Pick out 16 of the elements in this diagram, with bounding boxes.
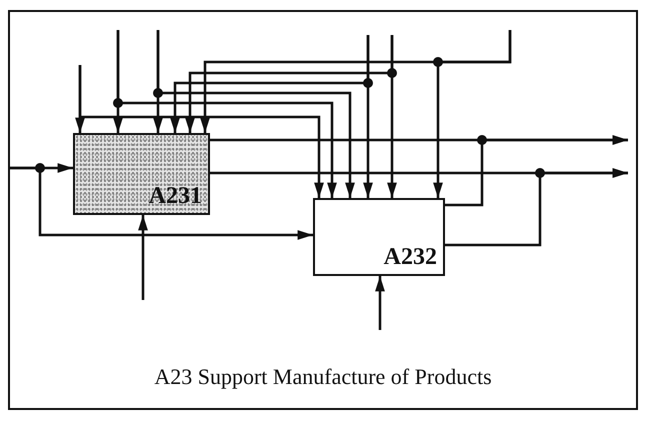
- arrow: [156, 30, 355, 198]
- arrow: [10, 166, 313, 240]
- diagram-caption: A23 Support Manufacture of Products: [154, 364, 492, 389]
- arrow: [445, 135, 628, 206]
- arrow: [433, 30, 512, 198]
- arrow: [375, 276, 385, 330]
- arrow: [445, 168, 628, 246]
- arrow: [116, 30, 337, 198]
- arrow: [78, 65, 324, 198]
- activity-box: [73, 133, 210, 215]
- arrow: [185, 35, 394, 133]
- arrow: [170, 35, 370, 133]
- arrow: [138, 215, 148, 300]
- activity-box: [313, 198, 445, 276]
- activity-number: A231: [148, 183, 202, 210]
- activity-number: A232: [384, 244, 437, 271]
